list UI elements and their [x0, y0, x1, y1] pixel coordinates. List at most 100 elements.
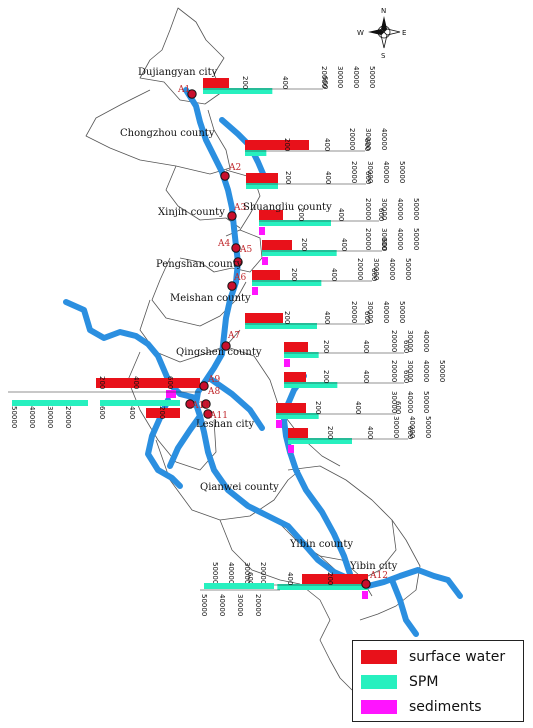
river	[167, 413, 203, 469]
tick-label: 20000	[364, 228, 372, 250]
site-label-a3: A3	[233, 203, 246, 213]
site-label-a9: A9	[207, 375, 220, 385]
tick-label: 30000	[380, 228, 388, 250]
bar-sediments	[252, 287, 258, 295]
county-label-yibin-county: Yibin county	[289, 539, 353, 550]
county-boundary	[299, 583, 353, 691]
tick-label: 40000	[352, 66, 360, 88]
tick-label: 600	[402, 370, 410, 383]
county-label-qingshen: Qingshen county	[176, 347, 262, 358]
tick-label: 30000	[366, 161, 374, 183]
tick-label: 30000	[406, 360, 414, 382]
river	[281, 373, 353, 577]
site-label-a2: A2	[228, 163, 241, 173]
site-marker-a1	[187, 89, 197, 99]
river	[209, 377, 265, 431]
tick-label: 20000	[364, 198, 372, 220]
bar-spm	[284, 352, 319, 358]
compass-west: W	[357, 29, 364, 37]
county-label-pengshan: Pengshan county	[156, 259, 243, 270]
tick-label: 600	[370, 268, 378, 281]
county-label-dujiangyan: Dujiangyan city	[138, 67, 218, 78]
bar-surface-water	[302, 574, 368, 584]
tick-label: 40000	[382, 301, 390, 323]
tick-label: 200	[241, 76, 249, 89]
bar-sediments	[288, 445, 294, 453]
tick-label: 200	[98, 376, 106, 389]
site-marker-a8	[185, 399, 195, 409]
tick-label: 200	[284, 171, 292, 184]
bar-spm	[288, 438, 352, 444]
county-label-yibin-city: Yibin city	[349, 561, 398, 572]
tick-label: 30000	[380, 198, 388, 220]
tick-label: 50000	[424, 416, 432, 438]
tick-label: 30000	[46, 406, 54, 428]
tick-label: 400	[340, 238, 348, 251]
tick-label: 50000	[211, 562, 219, 584]
tick-label: 600	[380, 238, 388, 251]
tick-label: 200	[283, 311, 291, 324]
bar-surface-water	[284, 342, 308, 352]
tick-label: 30000	[236, 594, 244, 616]
tick-label: 30000	[392, 416, 400, 438]
bar-surface-water	[259, 210, 283, 220]
compass-south: S	[381, 52, 386, 60]
tick-label: 600	[363, 311, 371, 324]
tick-label: 600	[364, 171, 372, 184]
site-label-a6: A6	[233, 273, 246, 283]
bar-sediments	[276, 420, 282, 428]
tick-label: 600	[166, 376, 174, 389]
tick-label: 40000	[396, 228, 404, 250]
tick-label: 400	[362, 370, 370, 383]
river	[389, 577, 419, 637]
tick-label: 50000	[404, 258, 412, 280]
county-label-shuangliu: Shuangliu county	[243, 202, 332, 213]
tick-label: 400	[128, 406, 136, 419]
site-marker-a7	[221, 341, 231, 351]
bar-surface-water	[146, 408, 180, 418]
tick-label: 50000	[422, 391, 430, 413]
tick-label: 20000	[390, 330, 398, 352]
bar-spm	[252, 280, 322, 286]
site-marker-a10	[201, 399, 211, 409]
tick-label: 400	[362, 340, 370, 353]
bar-sediments	[166, 390, 176, 398]
tick-label: 40000	[388, 258, 396, 280]
county-label-chongzhou: Chongzhou county	[120, 128, 215, 139]
site-marker-a2	[220, 171, 230, 181]
county-labels: Dujiangyan city Chongzhou county Xinjin …	[120, 67, 398, 572]
bar-surface-water	[252, 270, 280, 280]
compass-east: E	[402, 29, 406, 37]
tick-label: 40000	[227, 562, 235, 584]
tick-label: 400	[286, 572, 294, 585]
tick-label: 30000	[406, 330, 414, 352]
tick-label: 40000	[218, 594, 226, 616]
tick-label: 50000	[412, 198, 420, 220]
county-boundary	[155, 439, 301, 521]
legend-label: SPM	[409, 674, 439, 690]
tick-label: 400	[323, 311, 331, 324]
tick-label: 400	[330, 268, 338, 281]
tick-label: 600	[363, 138, 371, 151]
tick-label: 40000	[28, 406, 36, 428]
tick-label: 200	[322, 370, 330, 383]
legend-swatch-surface-water	[361, 650, 397, 664]
site-label-a11: A11	[209, 411, 228, 421]
tick-label: 40000	[422, 330, 430, 352]
tick-label: 50000	[200, 594, 208, 616]
tick-label: 200	[314, 401, 322, 414]
bar-spm	[100, 400, 180, 406]
site-marker-a5	[233, 257, 243, 267]
tick-label: 20000	[350, 161, 358, 183]
tick-label: 400	[354, 401, 362, 414]
county-label-meishan: Meishan county	[170, 293, 251, 304]
tick-label: 30000	[243, 562, 251, 584]
tick-label: 600	[246, 572, 254, 585]
county-boundary	[151, 257, 247, 327]
site-label-a1: A1	[177, 85, 190, 95]
